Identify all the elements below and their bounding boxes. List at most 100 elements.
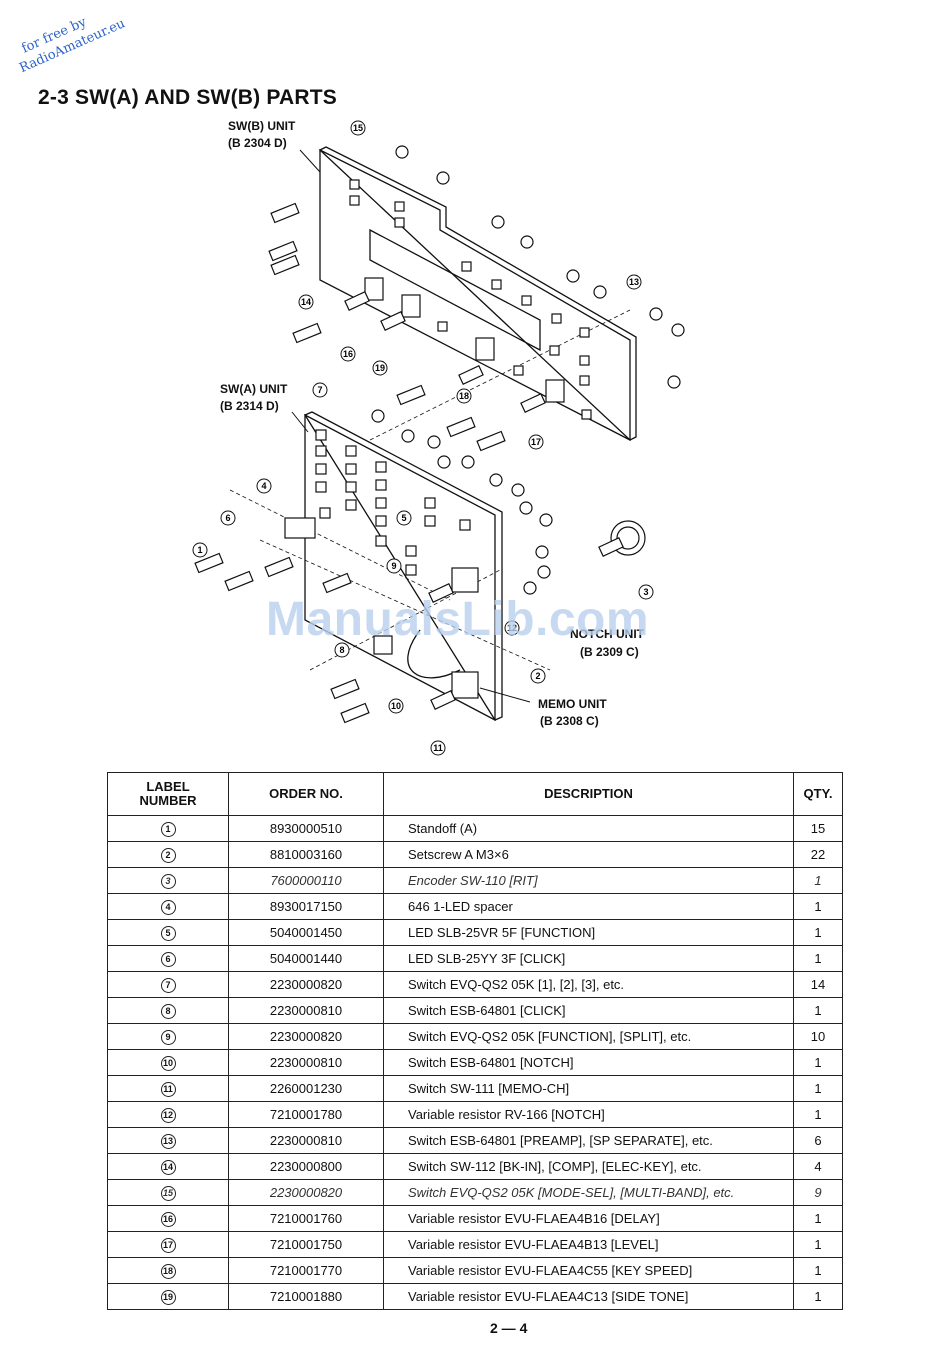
callout-19: 19 (372, 360, 388, 376)
cell-label: 2 (107, 841, 229, 868)
cell-label: 10 (107, 1049, 229, 1076)
cell-label: 17 (107, 1231, 229, 1258)
callout-12: 12 (504, 620, 520, 636)
callout-number: 1 (197, 545, 202, 555)
cell-order-no: 7210001880 (228, 1283, 384, 1310)
callout-3: 3 (638, 584, 654, 600)
cell-qty: 1 (793, 945, 843, 972)
label-circle: 7 (160, 978, 176, 993)
callout-13: 13 (626, 274, 642, 290)
cell-description: Variable resistor EVU-FLAEA4C55 [KEY SPE… (383, 1257, 794, 1284)
callout-number: 8 (339, 645, 344, 655)
cell-description: Switch SW-111 [MEMO-CH] (383, 1075, 794, 1102)
cell-qty: 1 (793, 919, 843, 946)
cell-label: 15 (107, 1179, 229, 1206)
cell-label: 4 (107, 893, 229, 920)
cell-description: Switch EVQ-QS2 05K [MODE-SEL], [MULTI-BA… (383, 1179, 794, 1206)
label-circle: 1 (160, 822, 176, 837)
label-circle: 3 (160, 874, 176, 889)
notch-unit-code: (B 2309 C) (580, 645, 639, 659)
callout-number: 5 (401, 513, 406, 523)
cell-description: LED SLB-25YY 3F [CLICK] (383, 945, 794, 972)
cell-label: 16 (107, 1205, 229, 1232)
cell-description: Variable resistor EVU-FLAEA4B16 [DELAY] (383, 1205, 794, 1232)
cell-label: 12 (107, 1101, 229, 1128)
label-circle: 17 (160, 1238, 176, 1253)
cell-order-no: 5040001450 (228, 919, 384, 946)
callout-number: 14 (301, 297, 311, 307)
swb-unit-label: SW(B) UNIT (228, 119, 296, 133)
label-circle: 14 (160, 1160, 176, 1175)
cell-label: 5 (107, 919, 229, 946)
callout-number: 7 (317, 385, 322, 395)
callout-number: 6 (225, 513, 230, 523)
cell-qty: 1 (793, 893, 843, 920)
cell-qty: 6 (793, 1127, 843, 1154)
cell-description: Variable resistor RV-166 [NOTCH] (383, 1101, 794, 1128)
callout-14: 14 (298, 294, 314, 310)
callout-8: 8 (334, 642, 350, 658)
cell-description: Standoff (A) (383, 815, 794, 842)
cell-label: 6 (107, 945, 229, 972)
cell-qty: 1 (793, 1075, 843, 1102)
callout-17: 17 (528, 434, 544, 450)
label-circle: 11 (160, 1082, 176, 1097)
cell-description: Switch SW-112 [BK-IN], [COMP], [ELEC-KEY… (383, 1153, 794, 1180)
callout-18: 18 (456, 388, 472, 404)
header-order-no: ORDER NO. (228, 772, 384, 816)
callout-16: 16 (340, 346, 356, 362)
cell-qty: 1 (793, 1231, 843, 1258)
callout-5: 5 (396, 510, 412, 526)
table-header-row: LABEL NUMBER ORDER NO. DESCRIPTION QTY. (107, 772, 843, 816)
label-circle: 9 (160, 1030, 176, 1045)
callout-2: 2 (530, 668, 546, 684)
cell-qty: 1 (793, 1101, 843, 1128)
cell-description: Switch ESB-64801 [CLICK] (383, 997, 794, 1024)
cell-order-no: 8930017150 (228, 893, 384, 920)
cell-description: Variable resistor EVU-FLAEA4C13 [SIDE TO… (383, 1283, 794, 1310)
label-circle: 13 (160, 1134, 176, 1149)
cell-description: 646 1-LED spacer (383, 893, 794, 920)
notch-unit-label: NOTCH UNIT (570, 627, 645, 641)
cell-description: Setscrew A M3×6 (383, 841, 794, 868)
cell-description: Encoder SW-110 [RIT] (383, 867, 794, 894)
cell-description: Switch EVQ-QS2 05K [FUNCTION], [SPLIT], … (383, 1023, 794, 1050)
cell-description: LED SLB-25VR 5F [FUNCTION] (383, 919, 794, 946)
cell-description: Switch ESB-64801 [NOTCH] (383, 1049, 794, 1076)
header-description: DESCRIPTION (383, 772, 794, 816)
cell-order-no: 5040001440 (228, 945, 384, 972)
callout-1: 1 (192, 542, 208, 558)
cell-label: 7 (107, 971, 229, 998)
cell-order-no: 7600000110 (228, 867, 384, 894)
cell-qty: 1 (793, 1257, 843, 1284)
swa-board-edge (304, 411, 503, 721)
callout-11: 11 (430, 740, 446, 756)
cell-qty: 14 (793, 971, 843, 998)
cell-order-no: 8930000510 (228, 815, 384, 842)
cell-qty: 1 (793, 1049, 843, 1076)
exploded-parts-diagram: SW(B) UNIT (B 2304 D) SW(A) UNIT (B 2314… (192, 119, 685, 756)
label-circle: 19 (160, 1290, 176, 1305)
cell-order-no: 7210001770 (228, 1257, 384, 1284)
callout-7: 7 (312, 382, 328, 398)
cell-label: 14 (107, 1153, 229, 1180)
cell-order-no: 2230000820 (228, 971, 384, 998)
cell-order-no: 2230000820 (228, 1179, 384, 1206)
swa-unit-code: (B 2314 D) (220, 399, 279, 413)
cell-label: 3 (107, 867, 229, 894)
callout-4: 4 (256, 478, 272, 494)
callout-number: 4 (261, 481, 266, 491)
cell-qty: 15 (793, 815, 843, 842)
swa-unit-label: SW(A) UNIT (220, 382, 288, 396)
cell-order-no: 7210001750 (228, 1231, 384, 1258)
cell-description: Variable resistor EVU-FLAEA4B13 [LEVEL] (383, 1231, 794, 1258)
cell-qty: 22 (793, 841, 843, 868)
